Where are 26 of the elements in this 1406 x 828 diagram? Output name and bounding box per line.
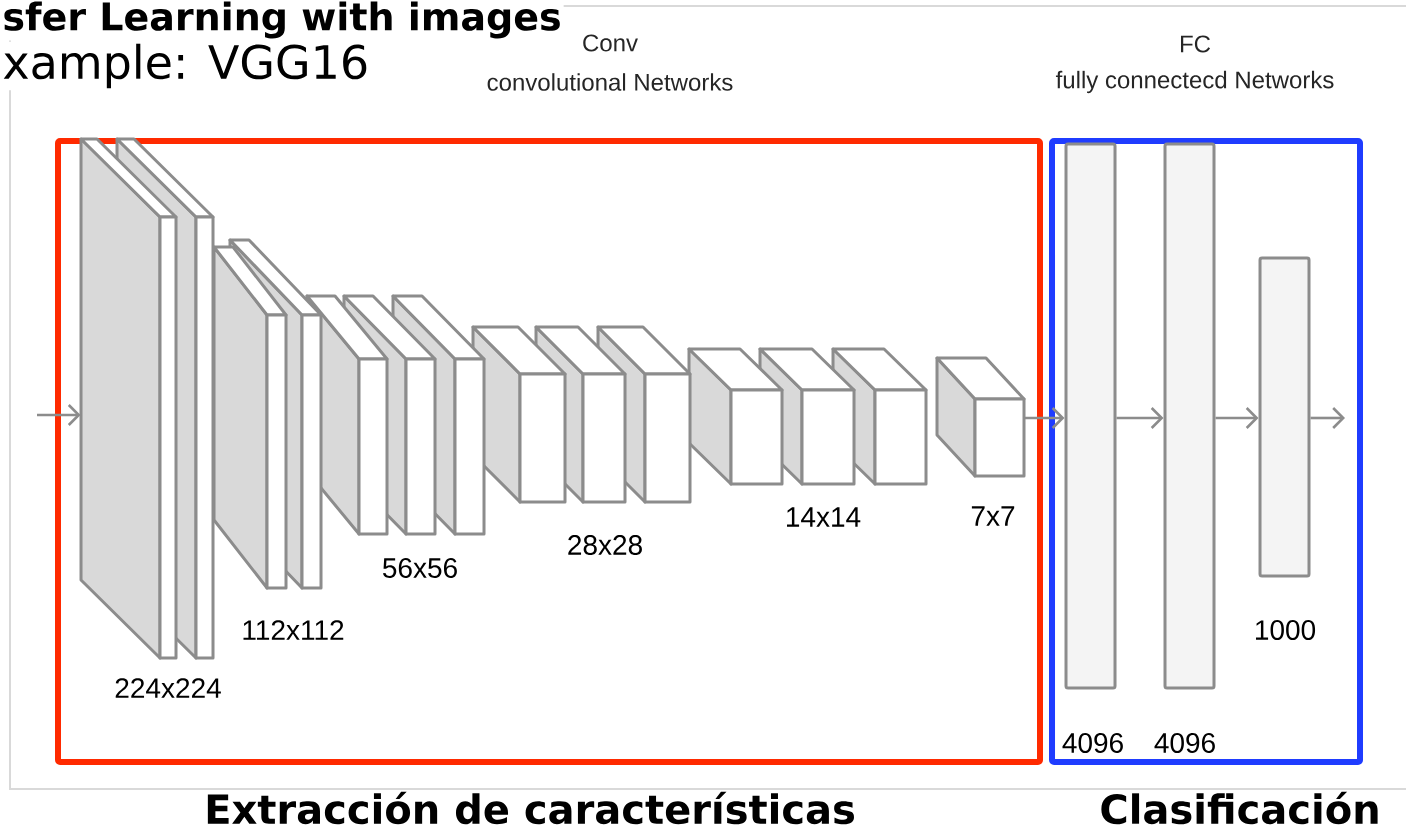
size-label: 7x7 (971, 506, 1015, 526)
layer-block (79, 137, 178, 660)
size-label: 56x56 (383, 558, 457, 578)
section-label: convolutional Networks (487, 73, 733, 91)
size-label: 28x28 (568, 535, 642, 555)
size-label: 4096 (1062, 733, 1123, 753)
section-label: fully connectecd Networks (1055, 70, 1334, 94)
arrow (1116, 407, 1164, 429)
arrow (1215, 407, 1259, 429)
subtitle: xample: VGG16 (0, 41, 372, 91)
section-heading: Clasificación (1101, 791, 1378, 825)
section-label: Conv (583, 34, 638, 52)
layer-block (687, 347, 784, 486)
size-label: 112x112 (243, 620, 344, 640)
arrow (1310, 407, 1345, 429)
layer-block (212, 245, 288, 590)
arrow (37, 404, 81, 426)
title: sfer Learning with images (0, 0, 564, 41)
size-label: 4096 (1154, 733, 1215, 753)
size-label: 1000 (1256, 620, 1316, 640)
section-heading: Extracción de características (207, 791, 854, 825)
section-label: FC (1181, 35, 1211, 53)
layer-block (935, 356, 1026, 478)
size-label: 14x14 (787, 507, 861, 527)
size-label: 224x224 (115, 678, 221, 698)
arrow (1024, 407, 1065, 429)
